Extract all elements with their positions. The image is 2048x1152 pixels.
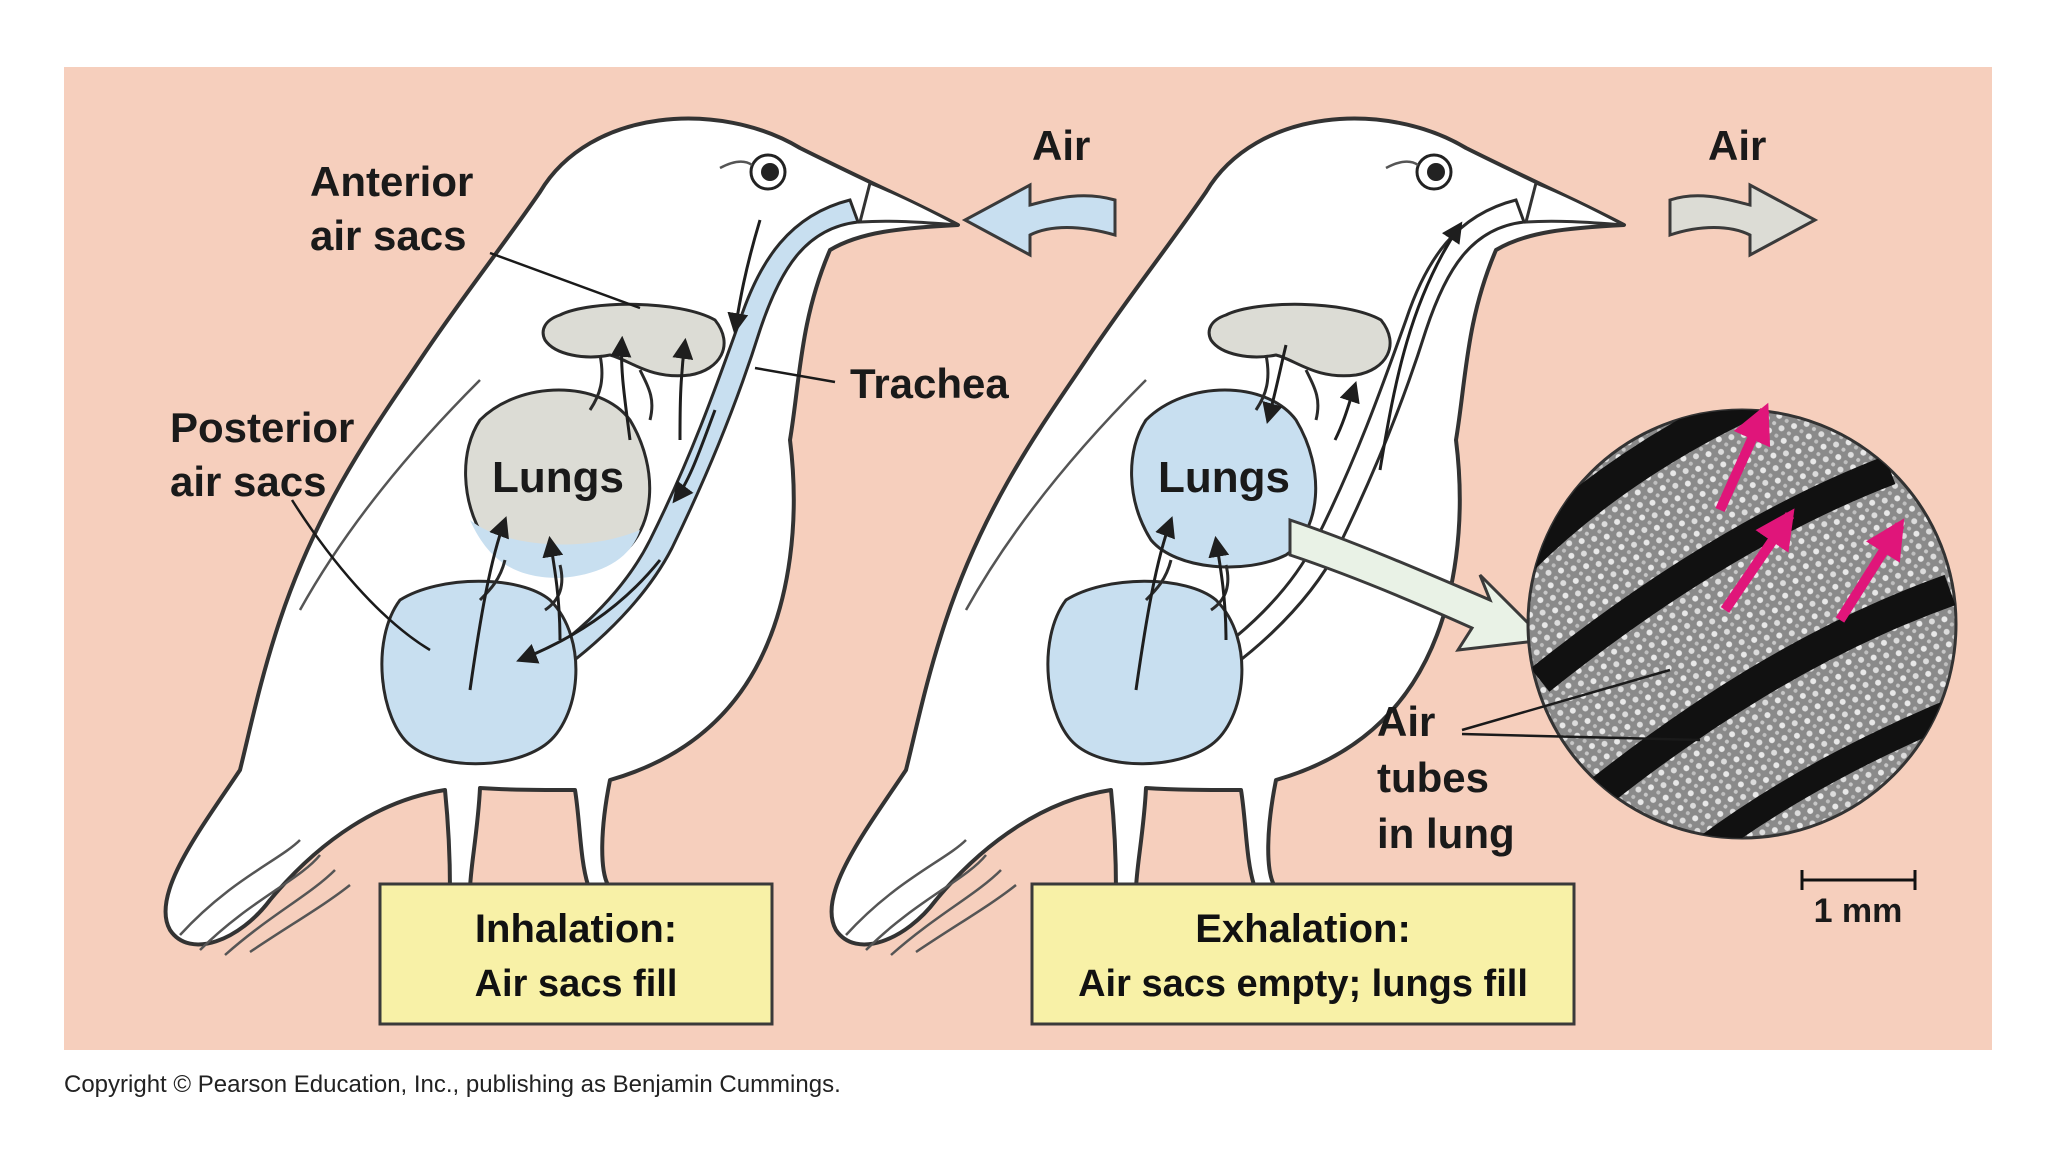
flow-arrow xyxy=(1208,535,1230,641)
bronchus xyxy=(478,559,507,602)
copyright-text: Copyright © Pearson Education, Inc., pub… xyxy=(64,1071,841,1098)
label-air-tubes-line2: tubes xyxy=(1377,754,1489,801)
air-out-arrow xyxy=(1668,182,1819,258)
beak xyxy=(858,180,959,227)
flow-arrow xyxy=(1134,516,1175,691)
bronchus xyxy=(1254,354,1270,411)
flow-arrow xyxy=(610,335,632,441)
caption-inhalation: Inhalation: Air sacs fill xyxy=(378,882,774,1026)
tail-feather xyxy=(224,869,336,956)
flow-arrow xyxy=(672,409,717,504)
label-lungs-left: Lungs xyxy=(492,453,624,502)
caption-inhalation-title: Inhalation: xyxy=(475,907,677,951)
bronchus xyxy=(1144,559,1173,602)
pupil xyxy=(1427,163,1445,181)
flow-arrow xyxy=(727,219,762,335)
leader-air-tubes xyxy=(1461,668,1671,732)
bronchus xyxy=(1304,369,1320,421)
tail-feather xyxy=(865,854,987,951)
anterior-air-sacs-right xyxy=(1207,302,1392,378)
posterior-air-sacs-left xyxy=(380,579,578,766)
label-anterior-line2: air sacs xyxy=(310,212,466,259)
flow-arrow xyxy=(1262,344,1288,425)
bird-exhalation xyxy=(829,116,1626,956)
label-air-tubes-line3: in lung xyxy=(1377,810,1515,857)
leader-air-tubes xyxy=(1461,732,1701,742)
posterior-air-sacs-right xyxy=(1046,579,1244,766)
lung-micrograph xyxy=(1526,402,1958,840)
tail-feather xyxy=(199,854,321,951)
leader-trachea xyxy=(754,366,836,384)
magenta-flow-arrow xyxy=(1715,402,1771,513)
flow-arrow xyxy=(1378,221,1463,471)
label-air-out: Air xyxy=(1708,122,1766,169)
label-posterior-line1: Posterior xyxy=(170,404,354,451)
label-trachea: Trachea xyxy=(850,360,1009,407)
lungs-right xyxy=(1130,388,1318,569)
caption-exhalation: Exhalation: Air sacs empty; lungs fill xyxy=(1030,882,1576,1026)
tail-feather xyxy=(915,884,1017,954)
bronchus xyxy=(544,564,564,612)
leader-anterior xyxy=(489,251,641,310)
pupil xyxy=(761,163,779,181)
brow xyxy=(719,160,753,170)
air-tube-dark xyxy=(1580,574,1956,813)
air-tube-dark xyxy=(1530,456,1896,692)
tail-feather xyxy=(845,839,967,936)
tail-feather xyxy=(890,869,1002,956)
label-air-tubes-line1: Air xyxy=(1377,698,1435,745)
flow-arrow xyxy=(542,535,564,641)
caption-exhalation-text: Air sacs empty; lungs fill xyxy=(1078,963,1528,1005)
magenta-flow-arrow xyxy=(1720,508,1795,613)
tail-feather xyxy=(249,884,351,954)
magenta-flow-arrow xyxy=(1835,518,1905,623)
flow-arrow xyxy=(672,337,694,441)
label-anterior-line1: Anterior xyxy=(310,158,473,205)
brow xyxy=(1385,160,1419,170)
leader-posterior xyxy=(290,499,431,652)
label-posterior-line2: air sacs xyxy=(170,458,326,505)
bronchus xyxy=(638,369,654,421)
tail-feather xyxy=(179,839,301,936)
caption-inhalation-text: Air sacs fill xyxy=(475,963,678,1005)
bird-inhalation xyxy=(163,116,960,956)
beak xyxy=(1524,180,1625,227)
magnify-callout-arrow xyxy=(1288,517,1549,652)
scale-bar: 1 mm xyxy=(1800,870,1917,930)
wing-line xyxy=(964,379,1147,611)
wing-line xyxy=(298,379,481,611)
air-tube-dark xyxy=(1528,410,1807,573)
caption-exhalation-title: Exhalation: xyxy=(1195,907,1411,951)
label-lungs-right: Lungs xyxy=(1158,453,1290,502)
bronchus xyxy=(1210,564,1230,612)
label-air-in: Air xyxy=(1032,122,1090,169)
scale-label: 1 mm xyxy=(1814,892,1903,930)
flow-arrow xyxy=(516,559,662,664)
bronchus xyxy=(588,354,604,411)
air-in-arrow xyxy=(961,182,1117,258)
flow-arrow xyxy=(468,516,509,691)
flow-arrow xyxy=(1333,381,1360,441)
